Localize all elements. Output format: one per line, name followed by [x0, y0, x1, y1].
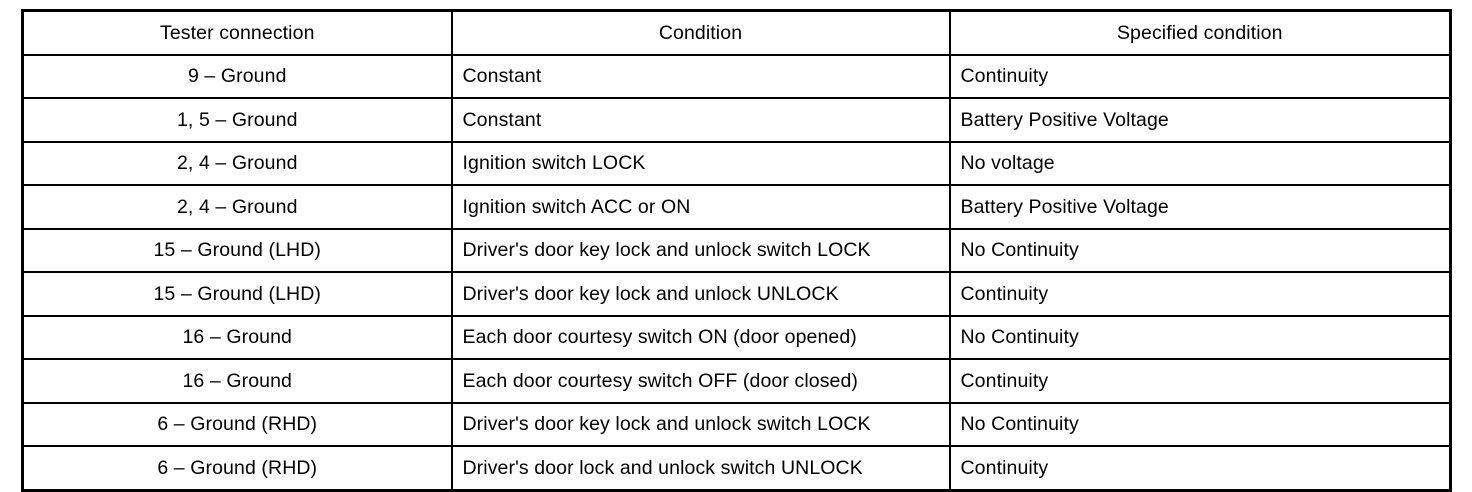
cell-tester-connection: 1, 5 – Ground [21, 97, 453, 143]
column-header-condition: Condition [450, 9, 951, 56]
cell-specified-condition: Continuity [948, 271, 1452, 317]
cell-tester-connection: 2, 4 – Ground [21, 184, 453, 230]
electrical-spec-table: Tester connection Condition Specified co… [21, 9, 1452, 492]
table-row: 6 – Ground (RHD)Driver's door lock and u… [21, 445, 1452, 491]
cell-specified-condition: Continuity [948, 358, 1452, 404]
cell-tester-connection: 16 – Ground [21, 314, 453, 360]
cell-specified-condition: No voltage [948, 140, 1452, 186]
cell-condition: Each door courtesy switch OFF (door clos… [450, 358, 951, 404]
cell-specified-condition: Battery Positive Voltage [948, 97, 1452, 143]
cell-specified-condition: Continuity [948, 53, 1452, 99]
cell-specified-condition: No Continuity [948, 227, 1452, 273]
cell-tester-connection: 2, 4 – Ground [21, 140, 453, 186]
cell-condition: Driver's door key lock and unlock UNLOCK [450, 271, 951, 317]
column-header-tester-connection: Tester connection [21, 9, 453, 56]
cell-tester-connection: 9 – Ground [21, 53, 453, 99]
cell-tester-connection: 6 – Ground (RHD) [21, 401, 453, 447]
table-header: Tester connection Condition Specified co… [21, 9, 1452, 56]
cell-tester-connection: 15 – Ground (LHD) [21, 271, 453, 317]
table-row: 6 – Ground (RHD)Driver's door key lock a… [21, 401, 1452, 447]
cell-condition: Ignition switch LOCK [450, 140, 951, 186]
cell-specified-condition: No Continuity [948, 314, 1452, 360]
cell-tester-connection: 6 – Ground (RHD) [21, 445, 453, 491]
table-row: 15 – Ground (LHD)Driver's door key lock … [21, 227, 1452, 273]
table-header-row: Tester connection Condition Specified co… [21, 9, 1452, 56]
cell-condition: Constant [450, 97, 951, 143]
spec-table-container: Tester connection Condition Specified co… [21, 9, 1452, 492]
cell-condition: Driver's door lock and unlock switch UNL… [450, 445, 951, 491]
table-row: 15 – Ground (LHD)Driver's door key lock … [21, 271, 1452, 317]
cell-specified-condition: No Continuity [948, 401, 1452, 447]
cell-condition: Driver's door key lock and unlock switch… [450, 227, 951, 273]
cell-condition: Ignition switch ACC or ON [450, 184, 951, 230]
column-header-specified-condition: Specified condition [948, 9, 1452, 56]
cell-condition: Each door courtesy switch ON (door opene… [450, 314, 951, 360]
cell-specified-condition: Battery Positive Voltage [948, 184, 1452, 230]
cell-condition: Driver's door key lock and unlock switch… [450, 401, 951, 447]
cell-tester-connection: 16 – Ground [21, 358, 453, 404]
cell-tester-connection: 15 – Ground (LHD) [21, 227, 453, 273]
cell-condition: Constant [450, 53, 951, 99]
page-root: Tester connection Condition Specified co… [21, 9, 1452, 492]
cell-specified-condition: Continuity [948, 445, 1452, 491]
